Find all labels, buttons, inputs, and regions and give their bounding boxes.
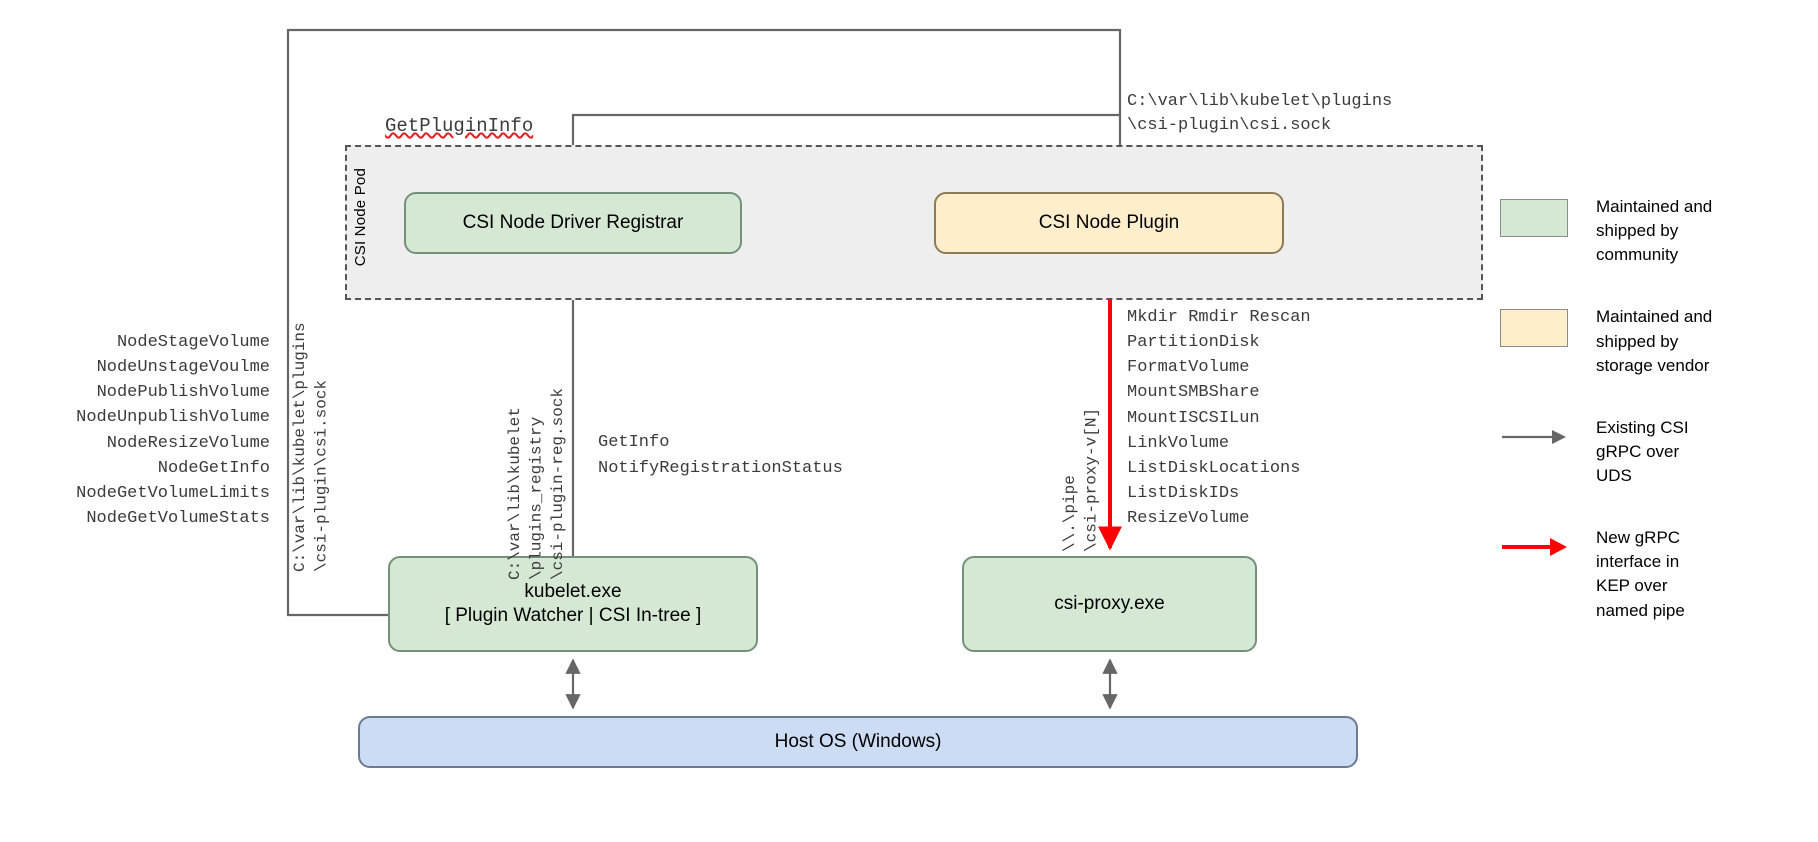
label-node-service-operations: NodeStageVolume NodeUnstageVoulme NodePu… (76, 333, 270, 529)
legend-item-new-grpc: New gRPC interface in KEP over named pip… (1500, 526, 1800, 623)
gray-arrow-icon (1502, 429, 1566, 444)
legend-label-storage-vendor: Maintained and shipped by storage vendor (1596, 307, 1713, 375)
legend-label-existing-grpc: Existing CSI gRPC over UDS (1596, 417, 1689, 485)
legend-label-community: Maintained and shipped by community (1596, 197, 1713, 265)
node-kubelet-exe-sublabel: [ Plugin Watcher | CSI In-tree ] (444, 605, 702, 626)
node-kubelet-exe-label: kubelet.exe (524, 580, 622, 602)
node-csi-node-plugin[interactable]: CSI Node Plugin (934, 192, 1284, 254)
label-named-pipe-path: \\.\pipe \csi-proxy-v[N] (1061, 407, 1101, 552)
legend-item-community: Maintained and shipped by community (1500, 195, 1800, 267)
node-csi-proxy-exe-label: csi-proxy.exe (1054, 592, 1165, 614)
node-kubelet-exe[interactable]: kubelet.exe [ Plugin Watcher | CSI In-tr… (388, 556, 758, 652)
legend-swatch-yellow (1500, 309, 1568, 348)
red-arrow-icon (1502, 538, 1567, 557)
node-csi-proxy-exe[interactable]: csi-proxy.exe (962, 556, 1257, 652)
label-csi-sock-path-top: C:\var\lib\kubelet\plugins \csi-plugin\c… (1127, 92, 1393, 136)
legend-item-storage-vendor: Maintained and shipped by storage vendor (1500, 305, 1800, 377)
node-csi-node-driver-registrar[interactable]: CSI Node Driver Registrar (404, 192, 742, 254)
label-get-plugin-info: GetPluginInfo (385, 115, 534, 137)
label-kubelet-csi-sock-path: C:\var\lib\kubelet\plugins \csi-plugin\c… (291, 322, 331, 572)
node-host-os-label: Host OS (Windows) (774, 730, 942, 752)
label-plugins-registry-sock-path: C:\var\lib\kubelet \plugins_registry \cs… (506, 387, 568, 580)
node-host-os[interactable]: Host OS (Windows) (358, 716, 1358, 768)
label-csi-proxy-operations: Mkdir Rmdir Rescan PartitionDisk FormatV… (1127, 308, 1311, 529)
node-csi-node-driver-registrar-label: CSI Node Driver Registrar (462, 211, 684, 233)
legend-swatch-green (1500, 199, 1568, 237)
legend-item-existing-grpc: Existing CSI gRPC over UDS (1500, 416, 1800, 488)
node-csi-node-plugin-label: CSI Node Plugin (1038, 211, 1180, 233)
legend: Maintained and shipped by community Main… (1500, 195, 1800, 661)
legend-label-new-grpc: New gRPC interface in KEP over named pip… (1596, 528, 1685, 620)
label-registration-calls: GetInfo NotifyRegistrationStatus (598, 433, 843, 478)
